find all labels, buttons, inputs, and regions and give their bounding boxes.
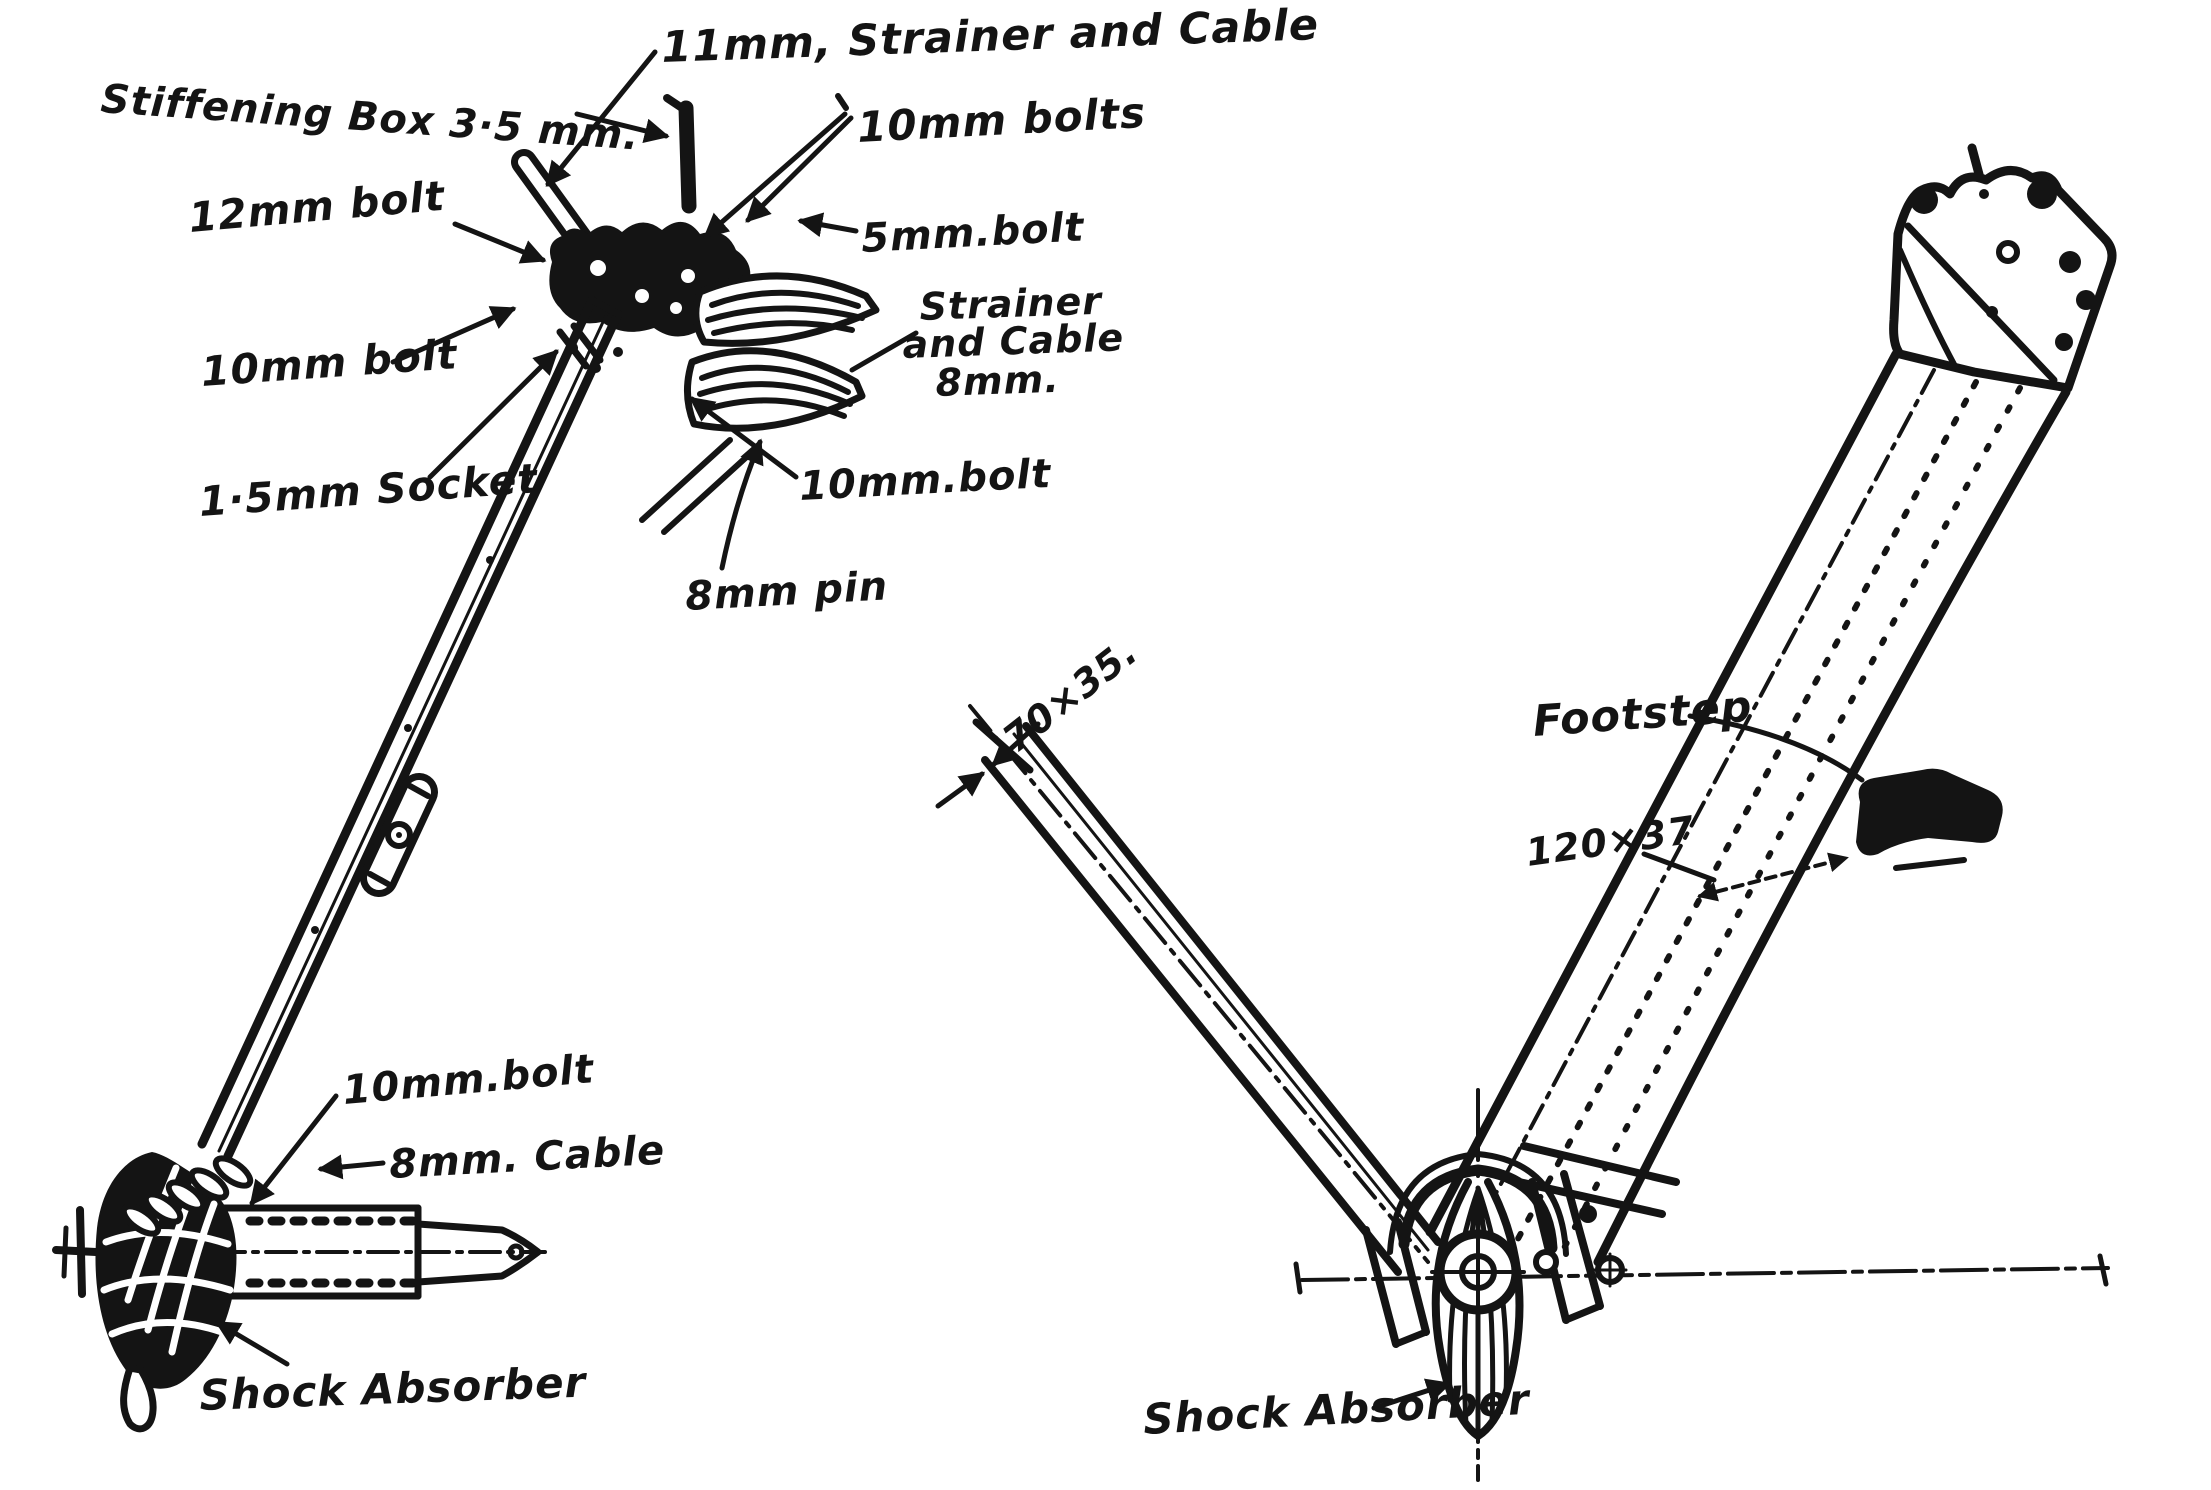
label-70x35: 70×35.: [994, 629, 1146, 761]
main-strut: [197, 295, 623, 1161]
label-shock-absorber-left: Shock Absorber: [199, 1357, 589, 1420]
label-12mm-bolt: 12mm bolt: [187, 172, 448, 242]
leader-8mm-pin: [719, 438, 764, 571]
leader-footstep: [1687, 713, 1865, 783]
label-10mm-bolt-mid: 10mm.bolt: [798, 451, 1053, 510]
leader-10mm-bolts-b: [745, 115, 854, 223]
label-10mm-bolt-upper: 10mm bolt: [199, 330, 459, 396]
strainer-post: [663, 94, 697, 214]
cable-coil-lower: [683, 347, 866, 432]
junction-arch: [1362, 1151, 1604, 1348]
narrow-tube: [935, 704, 1442, 1276]
skid-heel-hook: [120, 1364, 157, 1433]
cable-coil-upper: [692, 272, 880, 347]
turnbuckle: [360, 773, 438, 897]
label-stiffening-box: Stiffening Box 3·5 mm.: [99, 76, 641, 160]
leader-11mm-strainer-cable: [545, 49, 658, 187]
leader-1-5mm-socket: [427, 349, 559, 480]
label-5mm-bolt: 5mm.bolt: [860, 204, 1086, 262]
leader-shock-absorber-right: [1371, 1378, 1452, 1411]
label-footstep: Footstep: [1531, 682, 1754, 747]
label-strainer-cable-8mm-line1: Strainer: [919, 279, 1104, 329]
leader-shock-absorber-left: [214, 1320, 290, 1367]
label-strainer-cable-8mm-line3: 8mm.: [935, 357, 1061, 405]
label-10mm-bolts: 10mm bolts: [856, 88, 1147, 152]
leader-70x35: [991, 721, 1041, 767]
leader-stiffening-box: [574, 111, 670, 144]
leader-10mm-bolt-lower: [249, 1093, 339, 1206]
leader-10mm-bolts-tick: [835, 93, 849, 111]
cable-pair: [639, 437, 755, 535]
leader-10mm-bolt-mid: [689, 396, 799, 480]
leader-8mm-cable: [317, 1154, 386, 1180]
wide-strut: [1425, 349, 2071, 1267]
leader-10mm-bolt-upper: [390, 306, 517, 365]
label-8mm-cable: 8mm. Cable: [388, 1128, 666, 1188]
label-11mm-strainer-cable: 11mm, Strainer and Cable: [661, 0, 1320, 73]
leader-strainer-cable-8mm: [849, 330, 919, 373]
top-fitting: [1889, 143, 2117, 393]
shock-cord-bundle: [1430, 1178, 1526, 1440]
axle-end-fork: [52, 1206, 100, 1298]
footstep-bracket: [1856, 768, 2003, 871]
leader-10mm-bolts-a: [703, 111, 848, 239]
left-strut-diagram: Stiffening Box 3·5 mm. 11mm, Strainer an…: [52, 0, 1320, 1433]
leader-5mm-bolt: [797, 212, 859, 238]
leader-120x37: [1641, 851, 1717, 883]
leader-12mm-bolt: [452, 221, 547, 264]
label-8mm-pin: 8mm pin: [684, 563, 889, 620]
label-10mm-bolt-lower: 10mm.bolt: [341, 1046, 597, 1114]
bungee-wrap-rings: [120, 1155, 254, 1237]
label-strainer-cable-8mm-line2: and Cable: [902, 315, 1125, 367]
axle-pin-detail: [1592, 1252, 1628, 1288]
dimension-arrow-120x37: [1697, 852, 1849, 902]
tube-width-tick-arrow: [935, 771, 986, 809]
